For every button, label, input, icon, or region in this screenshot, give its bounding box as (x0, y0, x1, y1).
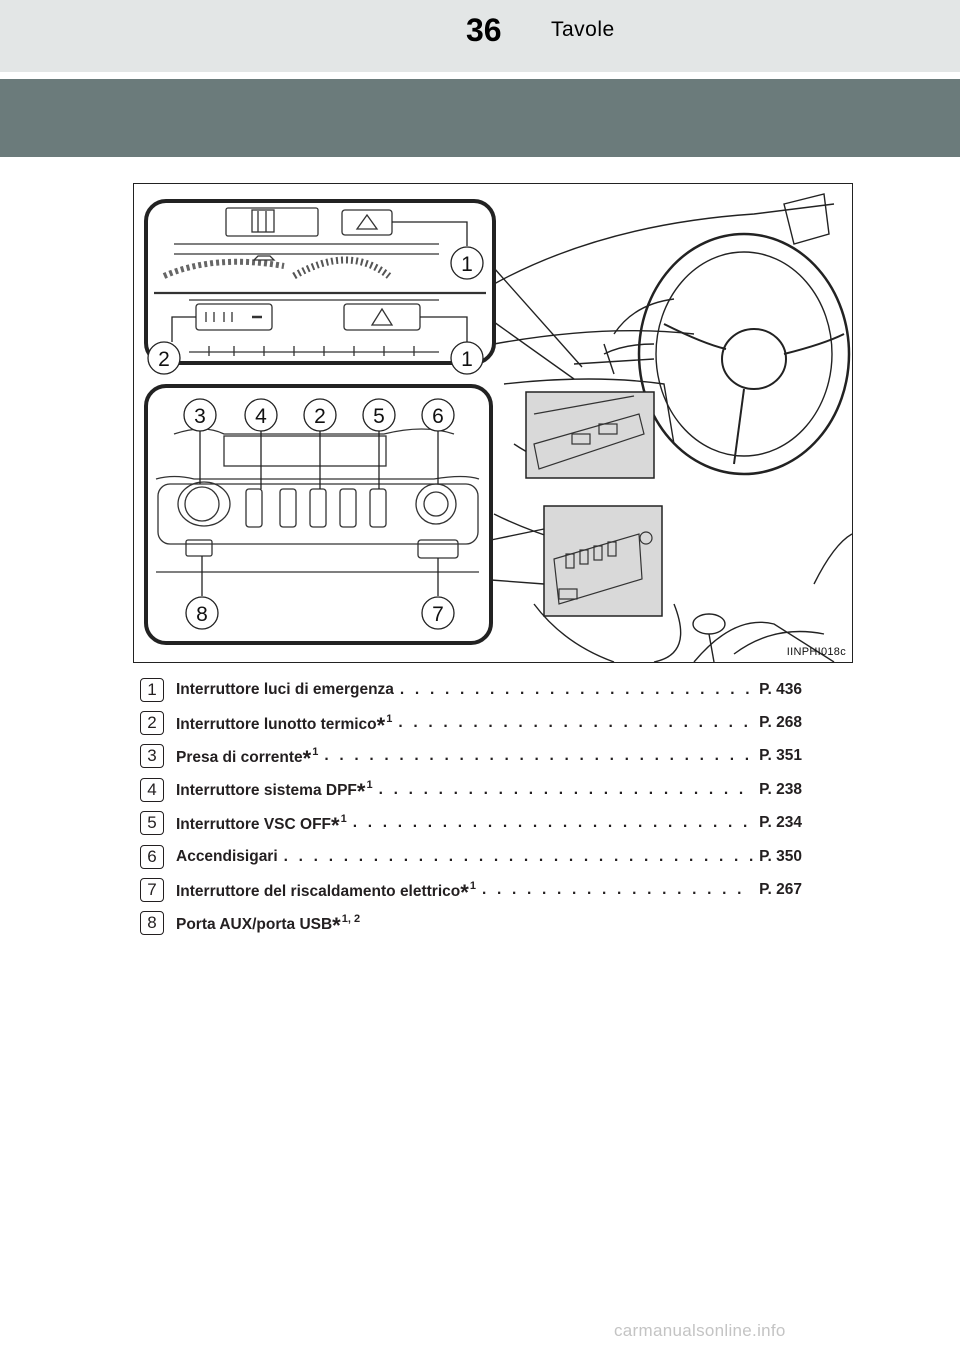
footnote-star: * (332, 912, 341, 938)
callout-5: 5 (373, 405, 385, 428)
item-number-badge: 7 (140, 878, 164, 903)
page-reference[interactable]: P. 268 (759, 714, 802, 732)
footnote-ref: 1 (366, 779, 373, 792)
footnote-ref: 1 (386, 712, 393, 725)
item-label: Interruttore VSC OFF*1 (176, 812, 347, 838)
legend-item: 5 Interruttore VSC OFF*1 . . . . . . . .… (140, 807, 840, 840)
item-label: Porta AUX/porta USB*1, 2 (176, 912, 361, 938)
gray-band (0, 79, 960, 157)
footnote-star: * (331, 812, 340, 838)
dot-leader: . . . . . . . . . . . . . . . . . . . . … (352, 814, 753, 832)
callout-circle-1-top (450, 246, 484, 280)
callout-2-bottom: 2 (314, 405, 326, 428)
callout-6: 6 (432, 405, 444, 428)
callout-1-top: 1 (461, 253, 473, 276)
section-title: Tavole (551, 18, 615, 41)
callout-4: 4 (255, 405, 267, 428)
item-label: Presa di corrente*1 (176, 745, 319, 771)
legend-item: 4 Interruttore sistema DPF*1 . . . . . .… (140, 773, 840, 806)
legend-item: 1 Interruttore luci di emergenza . . . .… (140, 673, 840, 706)
page-reference[interactable]: P. 234 (759, 814, 802, 832)
footnote-ref: 1 (340, 812, 347, 825)
header-strip (0, 0, 960, 72)
page-reference[interactable]: P. 350 (759, 847, 802, 865)
footnote-star: * (460, 879, 469, 905)
legend-item: 3 Presa di corrente*1 . . . . . . . . . … (140, 740, 840, 773)
footnote-ref: 1 (469, 879, 476, 892)
legend-item: 7 Interruttore del riscaldamento elettri… (140, 873, 840, 906)
dot-leader: . . . . . . . . . . . . . . . . . . . . … (398, 714, 753, 732)
footnote-ref: 1 (312, 745, 319, 758)
callout-3: 3 (194, 405, 206, 428)
dot-leader: . . . . . . . . . . . . . . . . . . . . … (481, 881, 753, 899)
item-number-badge: 4 (140, 777, 164, 802)
page-number: 36 (466, 12, 502, 48)
legend-item: 2 Interruttore lunotto termico*1 . . . .… (140, 706, 840, 739)
item-label: Interruttore del riscaldamento elettrico… (176, 879, 476, 905)
callout-8: 8 (196, 603, 208, 626)
legend-item: 8 Porta AUX/porta USB*1, 2 (140, 907, 840, 940)
item-number-badge: 1 (140, 677, 164, 702)
item-number-badge: 8 (140, 911, 164, 936)
dot-leader: . . . . . . . . . . . . . . . . . . . . … (283, 847, 754, 865)
item-label: Accendisigari (176, 847, 278, 865)
dot-leader: . . . . . . . . . . . . . . . . . . . . … (399, 680, 753, 698)
page-reference[interactable]: P. 351 (759, 747, 802, 765)
item-label: Interruttore sistema DPF*1 (176, 779, 373, 805)
item-label: Interruttore luci di emergenza (176, 680, 394, 698)
item-number-badge: 6 (140, 844, 164, 869)
item-number-badge: 3 (140, 744, 164, 769)
item-label: Interruttore lunotto termico*1 (176, 712, 393, 738)
page-reference[interactable]: P. 436 (759, 680, 802, 698)
footnote-star: * (302, 745, 312, 771)
dashboard-illustration: 1 2 1 (133, 183, 853, 663)
dot-leader: . . . . . . . . . . . . . . . . . . . . … (378, 780, 754, 798)
item-number-badge: 5 (140, 811, 164, 836)
dot-leader: . . . . . . . . . . . . . . . . . . . . … (324, 747, 753, 765)
footnote-star: * (356, 779, 366, 805)
legend-item: 6 Accendisigari . . . . . . . . . . . . … (140, 840, 840, 873)
page-reference[interactable]: P. 267 (759, 881, 802, 899)
footnote-ref: 1, 2 (341, 912, 361, 925)
legend-list: 1 Interruttore luci di emergenza . . . .… (140, 673, 840, 940)
dashboard-drawing: 1 2 1 (144, 193, 852, 662)
callout-2-top: 2 (158, 348, 170, 371)
footnote-star: * (376, 712, 386, 738)
watermark: carmanualsonline.info (614, 1321, 786, 1340)
callout-1-mid: 1 (461, 348, 473, 371)
figure-code: IINPHI018c (786, 646, 846, 658)
page-reference[interactable]: P. 238 (759, 780, 802, 798)
item-number-badge: 2 (140, 711, 164, 736)
callout-7: 7 (432, 603, 444, 626)
